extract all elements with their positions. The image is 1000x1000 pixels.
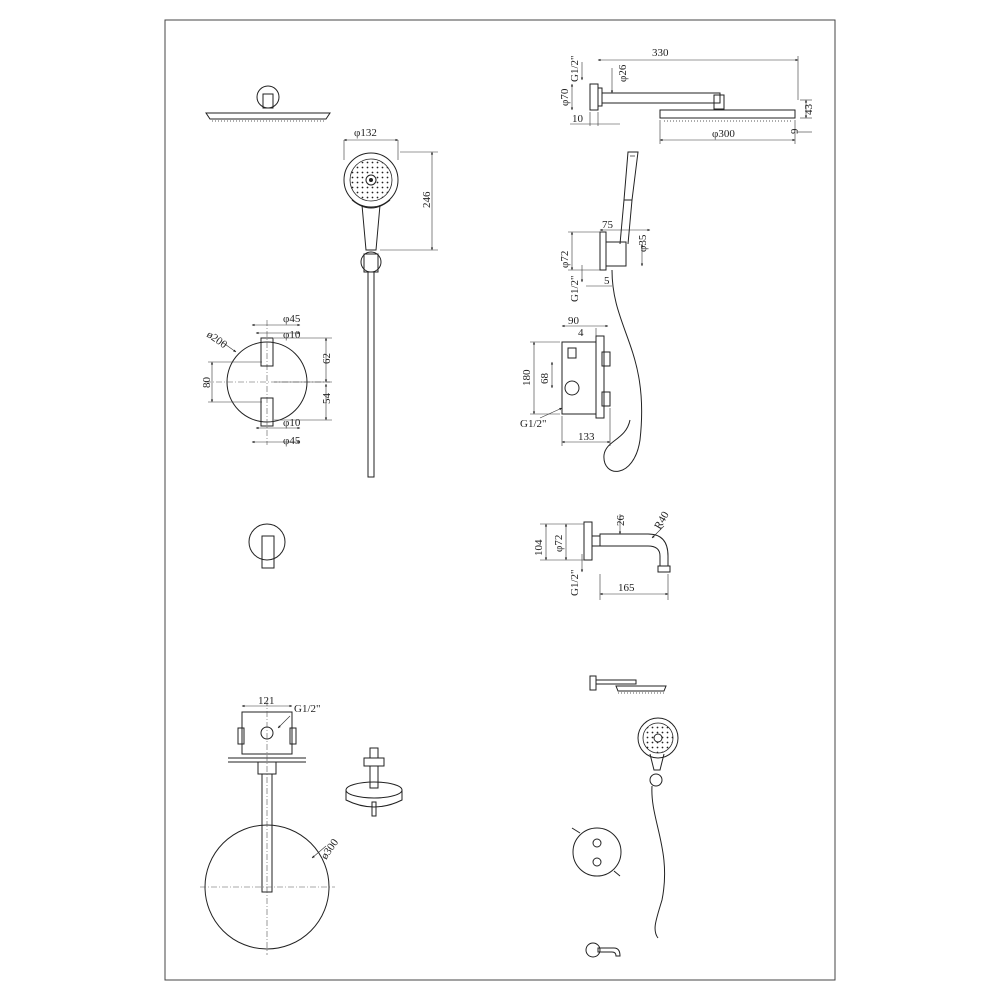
dim-valve-plate: 4 [578,327,584,339]
dim-spout-flange-dia: φ72 [553,535,565,552]
dim-diverter-cap-dia-bottom: φ45 [283,435,301,447]
dim-overhead-flange-depth: 10 [572,113,584,125]
dim-overhead-head-dia: φ300 [712,128,735,140]
dim-diverter-top-offset: 62 [321,353,333,364]
dim-spout-bend-radius: R40 [652,509,672,531]
dim-holder-flange-depth: 5 [604,275,610,287]
dim-holder-thread: G1/2" [569,276,581,303]
diverter-side-icon [248,523,286,569]
dim-overhead-arm-dia: φ26 [617,64,629,82]
ceiling-shower-drawing: 121 G1/2" ø300 [200,695,341,955]
sheet-frame [164,19,836,981]
dim-valve-height: 180 [521,369,533,386]
dim-ceiling-box-width: 121 [258,695,275,707]
dim-spout-thread: G1/2" [569,570,581,597]
dim-spout-length: 165 [618,582,635,594]
dim-diverter-center-spacing: 80 [201,377,213,389]
dim-overhead-flange-dia: φ70 [559,88,571,106]
dim-ceiling-head-dia: ø300 [319,836,342,861]
dim-diverter-body-dia: ø200 [204,329,229,352]
handshower-drawing: φ132 246 [343,127,438,478]
dim-overhead-thread: G1/2" [569,56,581,83]
dim-diverter-cap-dia-top: φ45 [283,313,301,325]
dim-handshower-dia: φ132 [354,127,377,139]
dim-handshower-length: 246 [421,191,433,208]
dim-valve-depth: 90 [568,315,580,327]
dim-overhead-arm-length: 330 [652,47,669,59]
overhead-shower-icon [205,85,331,122]
dim-holder-outlet-dia: φ35 [637,234,649,252]
dim-holder-flange-dia: φ72 [559,251,571,268]
dim-ceiling-thread: G1/2" [294,703,321,715]
valve-body-drawing: 90 4 180 68 G1/2" 133 [520,315,611,446]
dim-diverter-stem-dia-bottom: φ10 [283,417,301,429]
dim-diverter-bottom-offset: 54 [321,393,333,405]
dim-spout-dia: 26 [615,515,627,527]
dim-overhead-head-height: 43 [803,104,815,116]
overhead-shower-arm-drawing: 330 G1/2" φ26 φ70 10 43 9 φ300 [559,47,815,144]
dim-spout-height: 104 [533,539,545,556]
dim-valve-width: 133 [578,431,595,443]
dim-valve-center: 68 [539,373,551,385]
holder-hose-drawing: 75 φ35 φ72 G1/2" 5 [559,151,651,472]
dim-holder-depth: 75 [602,219,614,231]
dim-valve-thread: G1/2" [520,418,547,430]
ceiling-mount-icon [345,747,403,817]
assembled-set-overview [571,675,679,958]
diverter-faceplate-drawing: φ45 φ10 ø200 80 62 54 φ10 φ45 [201,313,333,447]
bath-spout-drawing: 104 φ72 G1/2" 26 R40 165 [533,509,672,600]
dim-diverter-stem-dia-top: φ10 [283,329,301,341]
